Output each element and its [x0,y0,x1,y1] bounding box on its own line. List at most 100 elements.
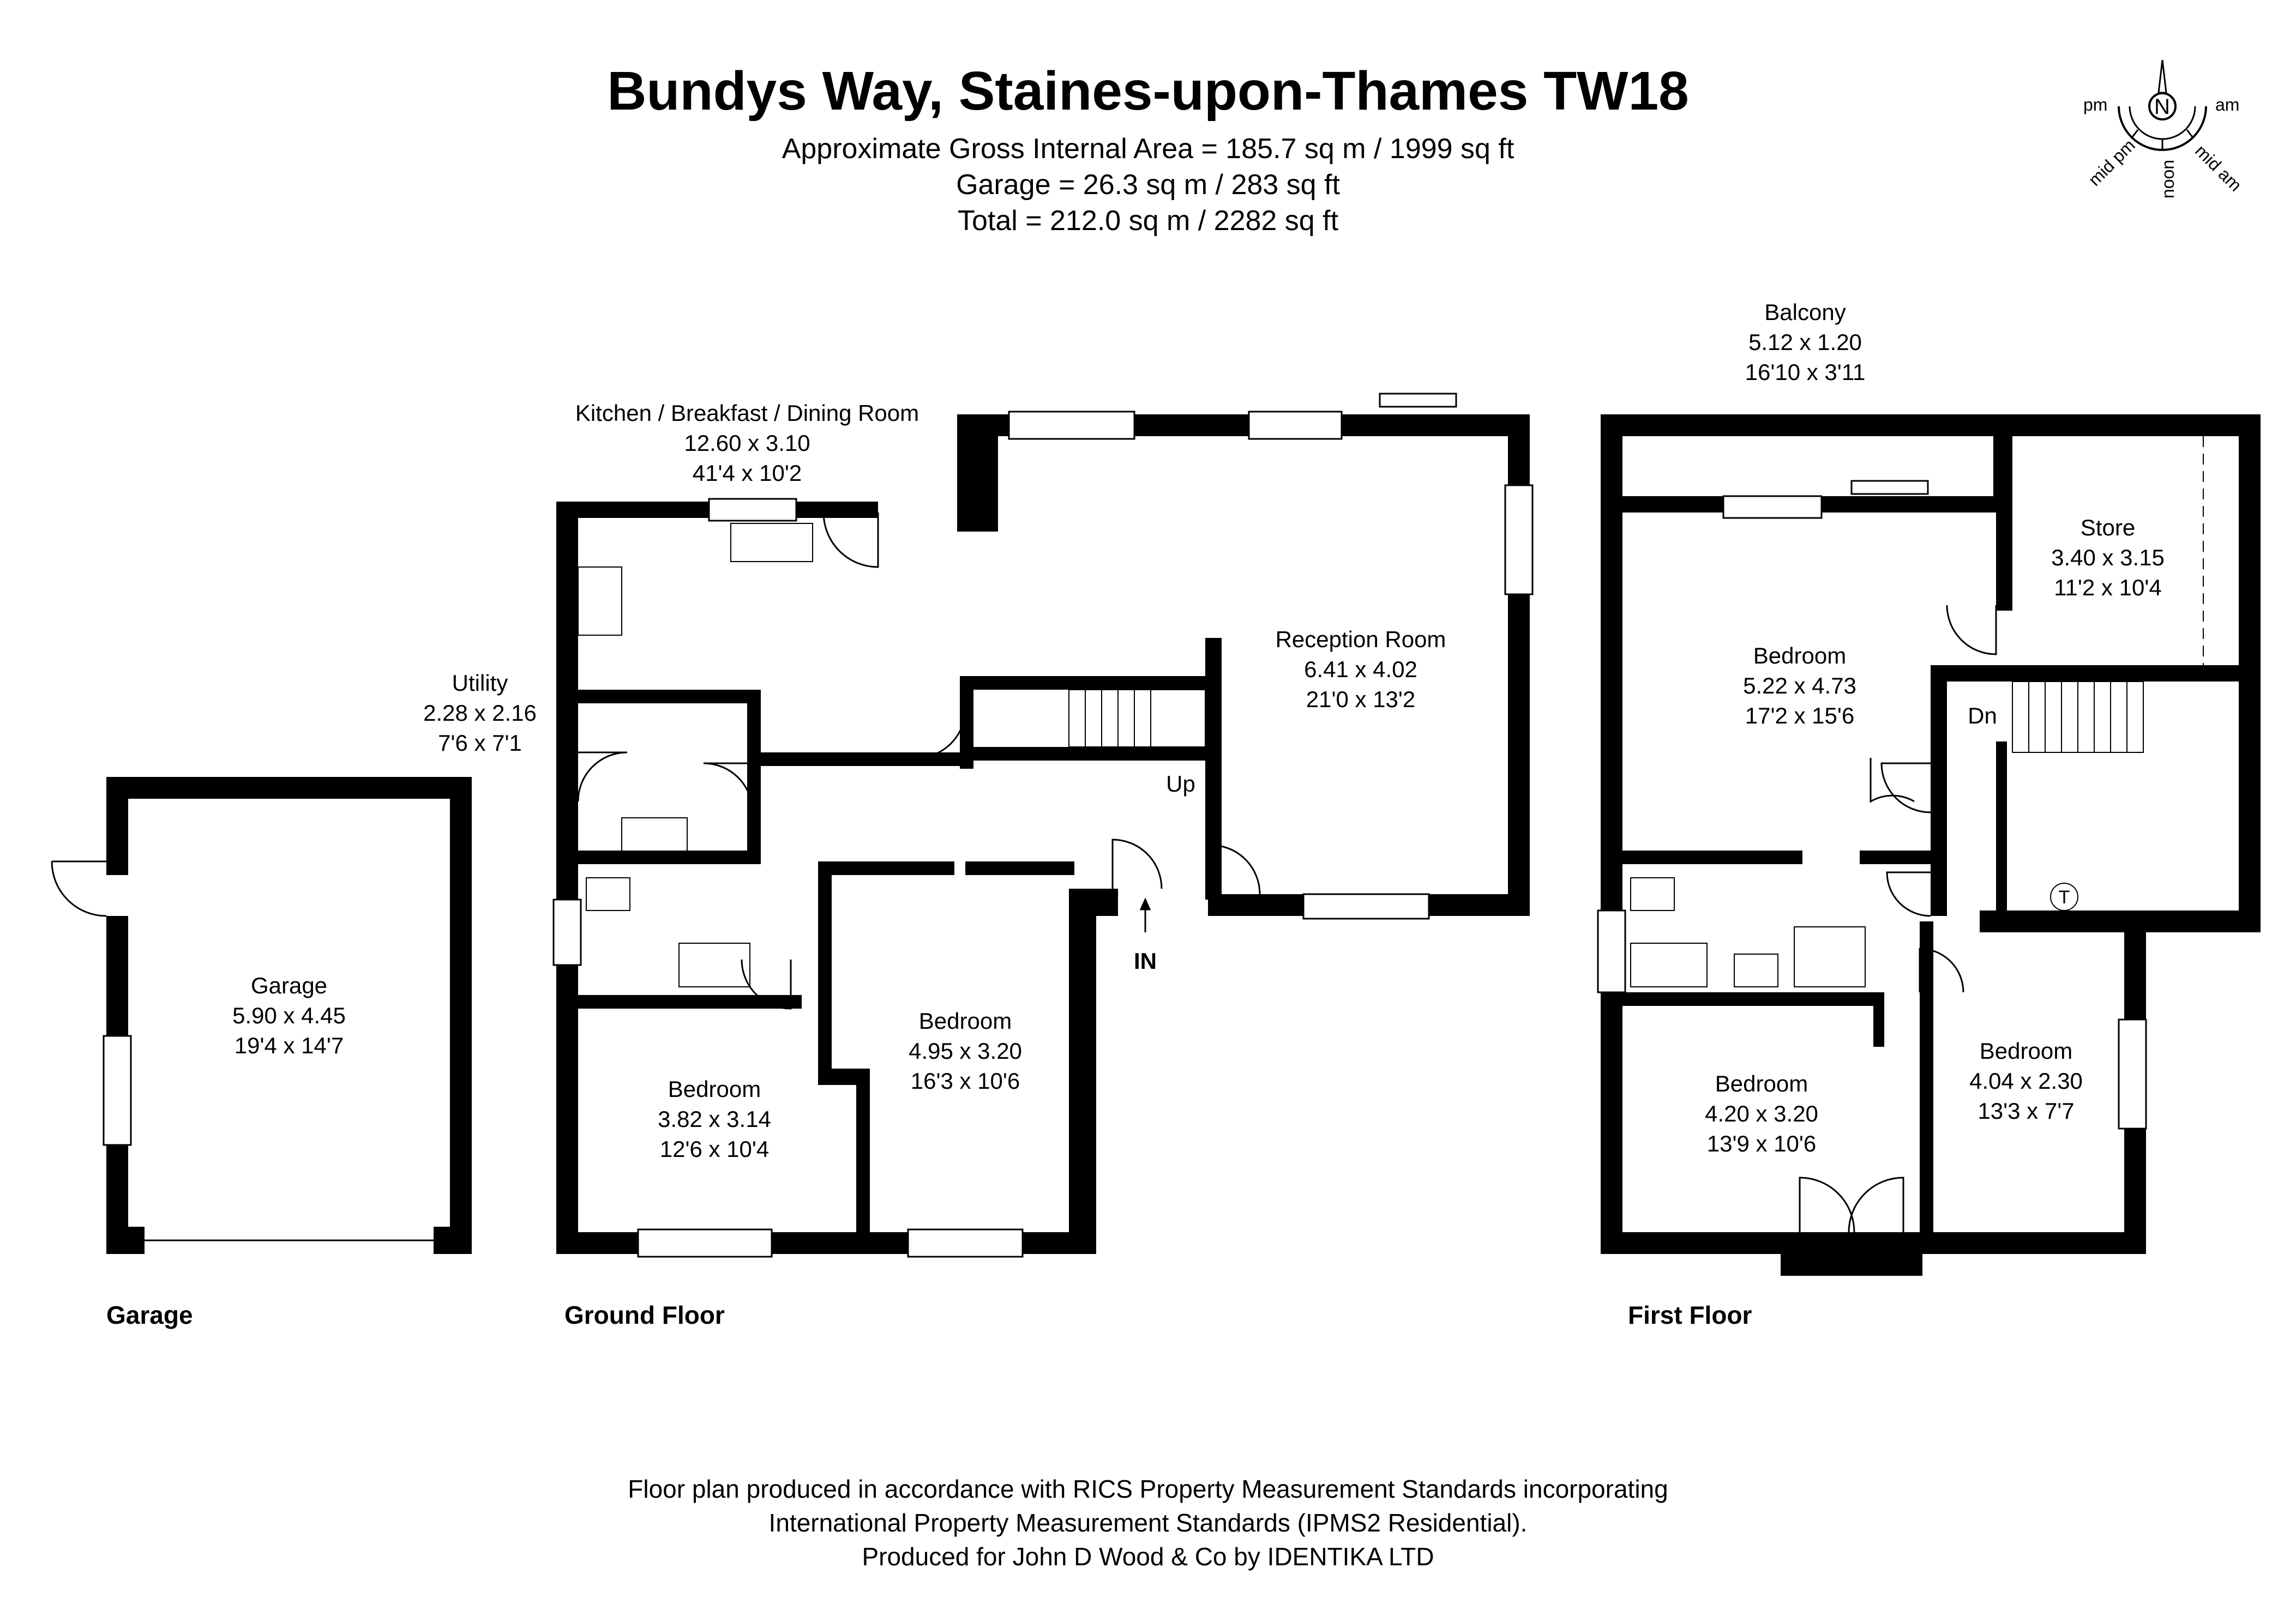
door-arc [577,751,628,802]
garage-area: Garage = 26.3 sq m / 283 sq ft [956,169,1340,201]
door-swing-group [51,512,1997,1233]
window [907,1228,1024,1258]
stairs-up-label: Up [1166,771,1195,797]
ff-toilet [1630,877,1675,911]
ff-juliet-balcony [1781,1232,1922,1276]
sliding-door [1850,480,1929,495]
tank-icon [2050,883,2078,911]
window [1597,909,1626,993]
door-arc [1886,871,1931,917]
gf-stair-wall-bottom [960,747,1205,761]
ff-bath-bottom [1622,992,1873,1006]
room-ff-bedroom-3: Bedroom 4.04 x 2.30 13'3 x 7'7 [1969,1038,2083,1124]
room-gf-bedroom-2: Bedroom 4.95 x 3.20 16'3 x 10'6 [909,1008,1022,1094]
gf-stair-wall-top [960,676,1216,690]
window [1248,411,1343,440]
door-arc [1870,758,1915,803]
room-utility: Utility 2.28 x 2.16 7'6 x 7'1 [423,670,537,756]
garage-floor-label: Garage [106,1301,193,1329]
window [1008,411,1135,440]
gf-shower [678,943,750,987]
door-arc [1880,762,1931,813]
door-arc [1799,1177,1855,1233]
property-title: Bundys Way, Staines-upon-Thames TW18 [607,61,1689,122]
room-ff-bedroom-2: Bedroom 4.20 x 3.20 13'9 x 10'6 [1705,1071,1818,1156]
window [708,498,797,522]
gf-reception-wall-left [1205,638,1222,900]
door-arc [1919,948,1964,993]
ff-wall-top [1601,414,2261,436]
ff-landing-wall [1931,665,1947,916]
first-floor-label: First Floor [1628,1301,1752,1329]
gf-wall-bottom-right [1069,889,1096,1254]
utility-sink [621,817,688,857]
footer-line: Produced for John D Wood & Co by IDENTIK… [862,1542,1434,1571]
window [103,1035,132,1146]
window [552,899,582,966]
garage-wall-left-upper [106,777,128,875]
ff-wall-step [1980,911,2261,932]
door-arc [741,959,792,1010]
window [2118,1018,2147,1130]
ff-basin [1734,954,1778,987]
footer-line: International Property Measurement Stand… [768,1509,1528,1537]
room-kitchen: Kitchen / Breakfast / Dining Room 12.60 … [575,400,919,486]
room-ff-bedroom-1: Bedroom 5.22 x 4.73 17'2 x 15'6 [1743,643,1856,728]
gf-utility-bottom [578,851,758,864]
room-store: Store 3.40 x 3.15 11'2 x 10'4 [2051,515,2165,600]
ff-bath-stub [1873,992,1884,1047]
compass-pm: pm [2083,95,2108,114]
window [637,1228,773,1258]
ff-bed1-bottom-right [1860,851,1931,864]
garage-wall-right [450,777,472,1254]
door-arc [51,860,107,917]
room-garage: Garage 5.90 x 4.45 19'4 x 14'7 [232,973,346,1058]
footer-notes: Floor plan produced in accordance with R… [0,1472,2296,1573]
gf-stairs [1068,689,1206,747]
door-arc [1111,839,1163,889]
ff-bath [1630,943,1708,987]
window [1722,495,1823,519]
gf-utility-top [578,690,758,703]
gross-internal-area: Approximate Gross Internal Area = 185.7 … [782,133,1514,165]
entrance-arrow-head [1139,897,1151,911]
compass-am: am [2215,95,2240,114]
ff-stair-wall [1996,741,2007,927]
gf-wall-left [556,502,578,1254]
gf-bed2-top [818,861,954,875]
total-area: Total = 212.0 sq m / 2282 sq ft [957,205,1339,237]
ff-wall-left [1601,414,1622,1254]
gf-toilet [586,877,630,911]
garage-pier-right [434,1227,472,1254]
ff-store-wall-bottom [1931,665,2261,682]
ground-floor-label: Ground Floor [564,1301,725,1329]
sliding-door [1379,393,1457,408]
garage-wall-top [106,777,472,799]
room-reception: Reception Room 6.41 x 4.02 21'0 x 13'2 [1275,626,1446,712]
compass-icon [2118,59,2207,151]
footer-line: Floor plan produced in accordance with R… [628,1475,1668,1503]
room-balcony: Balcony 5.12 x 1.20 16'10 x 3'11 [1745,299,1866,385]
stairs-group [1068,436,2204,753]
gf-bed2-left-lower [856,1069,870,1254]
door-arc [1210,844,1261,895]
wall-group [106,414,2261,1276]
gf-utility-right [747,690,761,864]
window [1504,484,1534,595]
window-group [103,411,2147,1258]
compass-rose: N pm am mid pm noon mid am [2067,59,2247,218]
sliding-door-group [1139,393,1929,932]
gf-entrance-pier [1069,889,1118,916]
ff-bed3-left [1920,921,1933,1254]
gf-hall-wall [747,752,965,766]
stairs-down-label: Dn [1968,703,1997,728]
hob [578,566,622,636]
ff-bed1-bottom [1622,851,1802,864]
door-arc [916,708,966,759]
kitchen-sink [730,523,813,562]
tank-label: T [2058,887,2070,908]
fixtures-group [578,523,2078,987]
ff-shower [1794,926,1866,987]
gf-bed2-left-upper [818,861,832,1080]
